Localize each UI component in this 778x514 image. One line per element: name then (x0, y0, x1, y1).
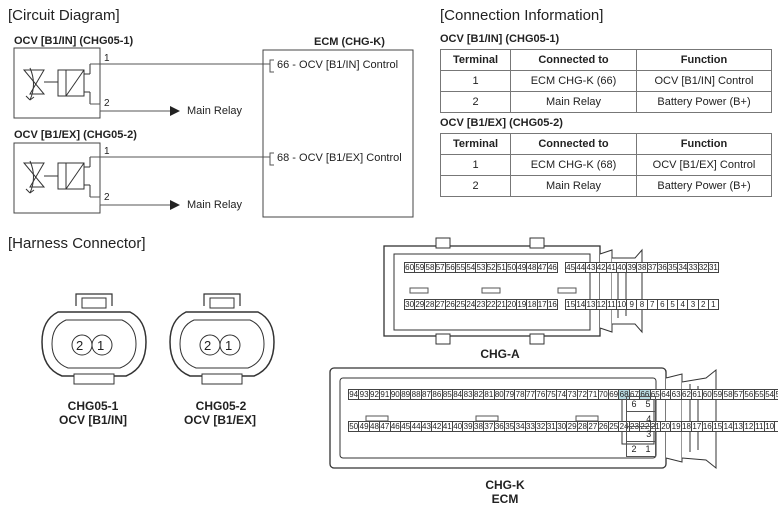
header-terminal: Terminal (440, 133, 511, 155)
ocv1-box (13, 47, 101, 119)
chg05-2-name: CHG05-2 (195, 399, 247, 413)
cell-connected-to: Main Relay (510, 91, 637, 113)
cell-terminal: 2 (440, 175, 511, 197)
circuit-diagram-title: [Circuit Diagram] (8, 7, 120, 24)
ecm-pin-66: 66 - OCV [B1/IN] Control (277, 59, 399, 71)
chg-a-label: CHG-A (480, 347, 520, 361)
table-header-row: Terminal Connected to Function (440, 133, 772, 155)
side-pin-4: 4 (646, 414, 652, 424)
chg05-1-name: CHG05-1 (67, 399, 119, 413)
cell-function: OCV [B1/EX] Control (636, 154, 772, 176)
header-function: Function (636, 133, 772, 155)
chg05-2-pin-2: 2 (204, 338, 212, 353)
cell-function: Battery Power (B+) (636, 91, 772, 113)
table-row: 2 Main Relay Battery Power (B+) (440, 175, 772, 197)
connector-pin: 31 (707, 262, 719, 273)
table1-title: OCV [B1/IN] (CHG05-1) (440, 33, 560, 45)
chg05-1-pin-1: 1 (97, 338, 105, 353)
ecm-label: ECM (CHG-K) (314, 36, 385, 48)
ecm-connector-label: ECM (491, 492, 519, 506)
connection-table-1: Terminal Connected to Function 1 ECM CHG… (440, 49, 772, 113)
connection-info-title: [Connection Information] (440, 7, 604, 24)
chg05-2-desc: OCV [B1/EX] (183, 413, 256, 427)
table-header-row: Terminal Connected to Function (440, 49, 772, 71)
pin-circle-1 (91, 334, 113, 356)
side-pin-3: 3 (646, 429, 652, 439)
table-row: 1 ECM CHG-K (66) OCV [B1/IN] Control (440, 70, 772, 92)
chg-k-connector (329, 367, 717, 470)
ocv2-valve-symbol (22, 157, 91, 197)
table2-title: OCV [B1/EX] (CHG05-2) (440, 117, 563, 129)
ocv2-main-relay: Main Relay (187, 199, 243, 211)
cell-connected-to: ECM CHG-K (66) (510, 70, 637, 92)
chg-a-connector (383, 237, 643, 345)
connector-pin: 1 (707, 299, 719, 310)
ocv1-main-relay: Main Relay (187, 105, 243, 117)
cell-connected-to: ECM CHG-K (68) (510, 154, 637, 176)
chg05-1-desc: OCV [B1/IN] (58, 413, 127, 427)
ocv1-pin1: 1 (104, 53, 110, 64)
cell-terminal: 1 (440, 154, 511, 176)
ocv2-label: OCV [B1/EX] (CHG05-2) (14, 129, 137, 141)
chg05-1-pin-2: 2 (76, 338, 84, 353)
side-pin-1: 1 (645, 444, 651, 454)
side-pin-6: 6 (631, 399, 637, 409)
header-terminal: Terminal (440, 49, 511, 71)
header-connected-to: Connected to (510, 49, 637, 71)
header-function: Function (636, 49, 772, 71)
chg05-1-connector (41, 293, 147, 385)
table-row: 2 Main Relay Battery Power (B+) (440, 91, 772, 113)
ocv2-pin1: 1 (104, 146, 110, 157)
connection-table-2: Terminal Connected to Function 1 ECM CHG… (440, 133, 772, 197)
connector-pin: 16 (546, 299, 558, 310)
table-row: 1 ECM CHG-K (68) OCV [B1/EX] Control (440, 154, 772, 176)
side-pin-5: 5 (645, 399, 651, 409)
chg-k-label: CHG-K (485, 478, 525, 492)
connector-pin: 53 (774, 389, 778, 400)
chg05-2-pin-1: 1 (225, 338, 233, 353)
ecm-pin-68: 68 - OCV [B1/EX] Control (277, 152, 402, 164)
chg-k-side-pins: 6 5 4 3 2 1 (626, 396, 656, 457)
side-pin-2: 2 (631, 444, 637, 454)
cell-connected-to: Main Relay (510, 175, 637, 197)
ocv2-pin2: 2 (104, 192, 110, 203)
pin-circle-1 (219, 334, 241, 356)
cell-terminal: 1 (440, 70, 511, 92)
connector-pin: 46 (546, 262, 558, 273)
ocv1-valve-symbol (22, 64, 91, 104)
ocv1-label: OCV [B1/IN] (CHG05-1) (14, 35, 134, 47)
ocv2-box (13, 142, 101, 214)
header-connected-to: Connected to (510, 133, 637, 155)
circuit-lines (13, 47, 414, 218)
cell-function: OCV [B1/IN] Control (636, 70, 772, 92)
chg05-2-connector (169, 293, 275, 385)
ecm-box (262, 49, 414, 218)
cell-terminal: 2 (440, 91, 511, 113)
cell-function: Battery Power (B+) (636, 175, 772, 197)
connector-pin: 9 (774, 421, 778, 432)
ocv1-pin2: 2 (104, 98, 110, 109)
harness-connector-title: [Harness Connector] (8, 235, 146, 252)
